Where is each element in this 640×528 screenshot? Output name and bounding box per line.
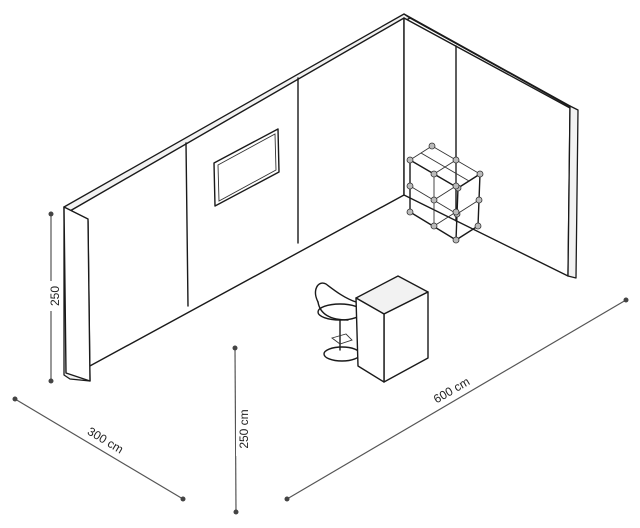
back-wall [63,13,411,368]
panel-seam-1 [185,142,189,307]
dim-label-bg [422,369,478,411]
cube-shelf [406,142,484,244]
dim-floor-height-line [234,347,237,513]
frame-inner [217,133,277,202]
stool-footrest [331,333,353,345]
shelf-node [474,222,482,230]
shelf-node [452,236,460,244]
dim-dot [48,211,54,217]
counter [355,275,429,383]
back-wall-face [69,17,405,368]
shelf-node [406,182,414,190]
right-wall [403,13,579,279]
dim-wall-height: 250 [44,211,62,384]
dim-dot [233,509,239,515]
shelf-node [428,142,436,150]
dim-label-bg [78,418,132,460]
stool-base [323,346,361,362]
dim-dot [623,297,629,303]
shelf-node [452,182,460,190]
shelf-node [430,196,438,204]
shelf-mid-diag [433,185,457,201]
shelf-node [476,170,484,178]
shelf-node [430,170,438,178]
right-wall-end [567,105,579,279]
shelf-low-diag [433,211,457,227]
counter-side [355,297,385,383]
stool-seat-curve [317,301,349,321]
shelf-node [452,156,460,164]
dim-dot [48,378,54,384]
dim-label-bg [236,402,254,456]
dim-floor-height: 250 cm [232,345,254,515]
shelf-top-mid2 [420,152,470,182]
left-end-wall-front [63,206,91,382]
left-end-wall [63,206,91,382]
dim-wall-height-label: 250 [48,286,62,306]
shelf-node [406,156,414,164]
frame-outer [213,128,280,207]
dim-dot [284,496,290,502]
dim-dot [232,345,238,351]
dim-length: 600 cm [284,297,629,502]
dim-length-line [286,299,627,500]
dim-depth-line [14,398,184,500]
dim-dot [12,396,18,402]
wall-frame [213,128,280,207]
dim-depth: 300 cm [12,396,186,502]
shelf-node [406,208,414,216]
stool-backrest [314,282,357,303]
shelf-node [452,208,460,216]
shelf-node [430,222,438,230]
stool-seat [317,303,363,321]
bar-stool [314,282,363,362]
shelf-node [475,196,483,204]
dim-floor-height-label: 250 cm [237,409,251,448]
dim-dot [180,496,186,502]
dim-label-bg [44,281,60,311]
shelf-row-1-side [456,199,480,215]
